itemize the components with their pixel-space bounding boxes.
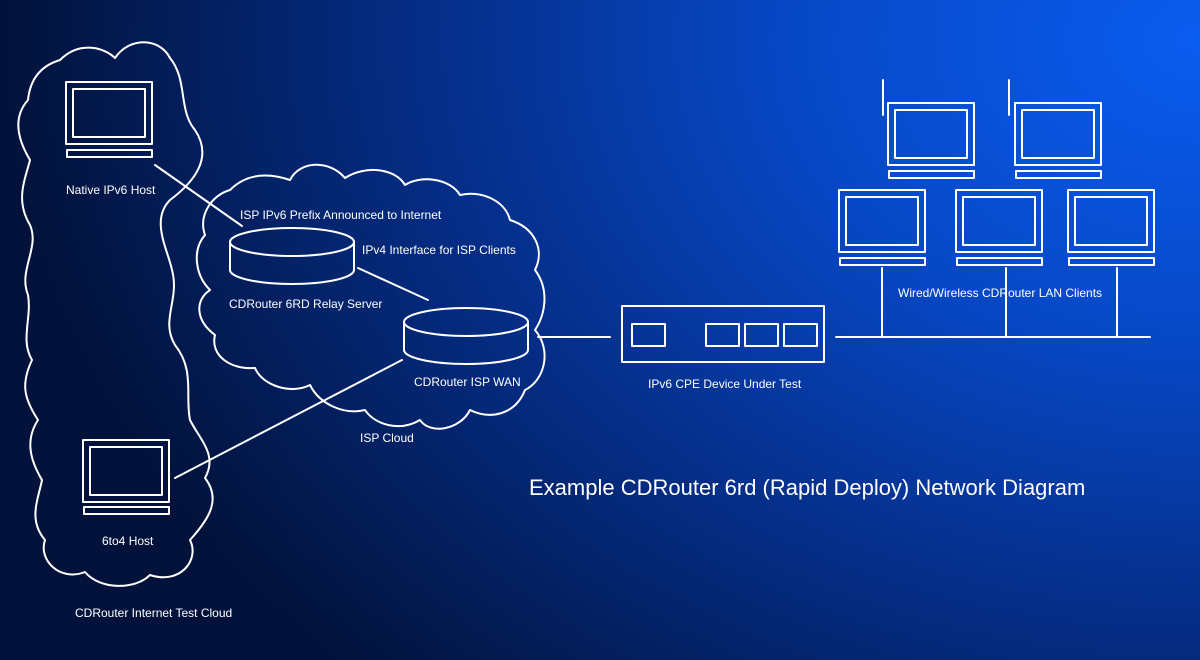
internet-cloud-label: CDRouter Internet Test Cloud — [75, 606, 233, 620]
diagram-title: Example CDRouter 6rd (Rapid Deploy) Netw… — [529, 475, 1086, 500]
wired-client-3-icon — [1067, 189, 1155, 266]
ipv4-interface-label: IPv4 Interface for ISP Clients — [362, 243, 516, 257]
sixto4-host-label: 6to4 Host — [102, 534, 154, 548]
native-ipv6-host-icon — [65, 81, 153, 158]
relay-server-label: CDRouter 6RD Relay Server — [229, 297, 383, 311]
isp-wan-disk-icon — [403, 307, 529, 365]
isp-cloud-label: ISP Cloud — [360, 431, 414, 445]
wireless-client-1-icon — [882, 79, 975, 179]
link-ipv4-to-wan — [357, 267, 429, 301]
wired-client-2-icon — [955, 189, 1043, 266]
relay-server-disk-icon — [229, 227, 355, 285]
sixto4-host-icon — [82, 439, 170, 515]
link-6to4-to-wan — [174, 359, 403, 479]
cpe-router-icon — [621, 305, 825, 363]
cpe-label: IPv6 CPE Device Under Test — [648, 377, 802, 391]
isp-cloud-outline — [195, 163, 546, 430]
prefix-announced-label: ISP IPv6 Prefix Announced to Internet — [240, 208, 442, 222]
isp-wan-label: CDRouter ISP WAN — [414, 375, 521, 389]
internet-cloud-outline — [17, 41, 214, 587]
native-host-label: Native IPv6 Host — [66, 183, 156, 197]
lan-clients-label: Wired/Wireless CDRouter LAN Clients — [898, 286, 1103, 300]
wireless-client-2-icon — [1008, 79, 1102, 179]
wired-client-1-icon — [838, 189, 926, 266]
link-native-host-to-relay — [154, 164, 243, 227]
